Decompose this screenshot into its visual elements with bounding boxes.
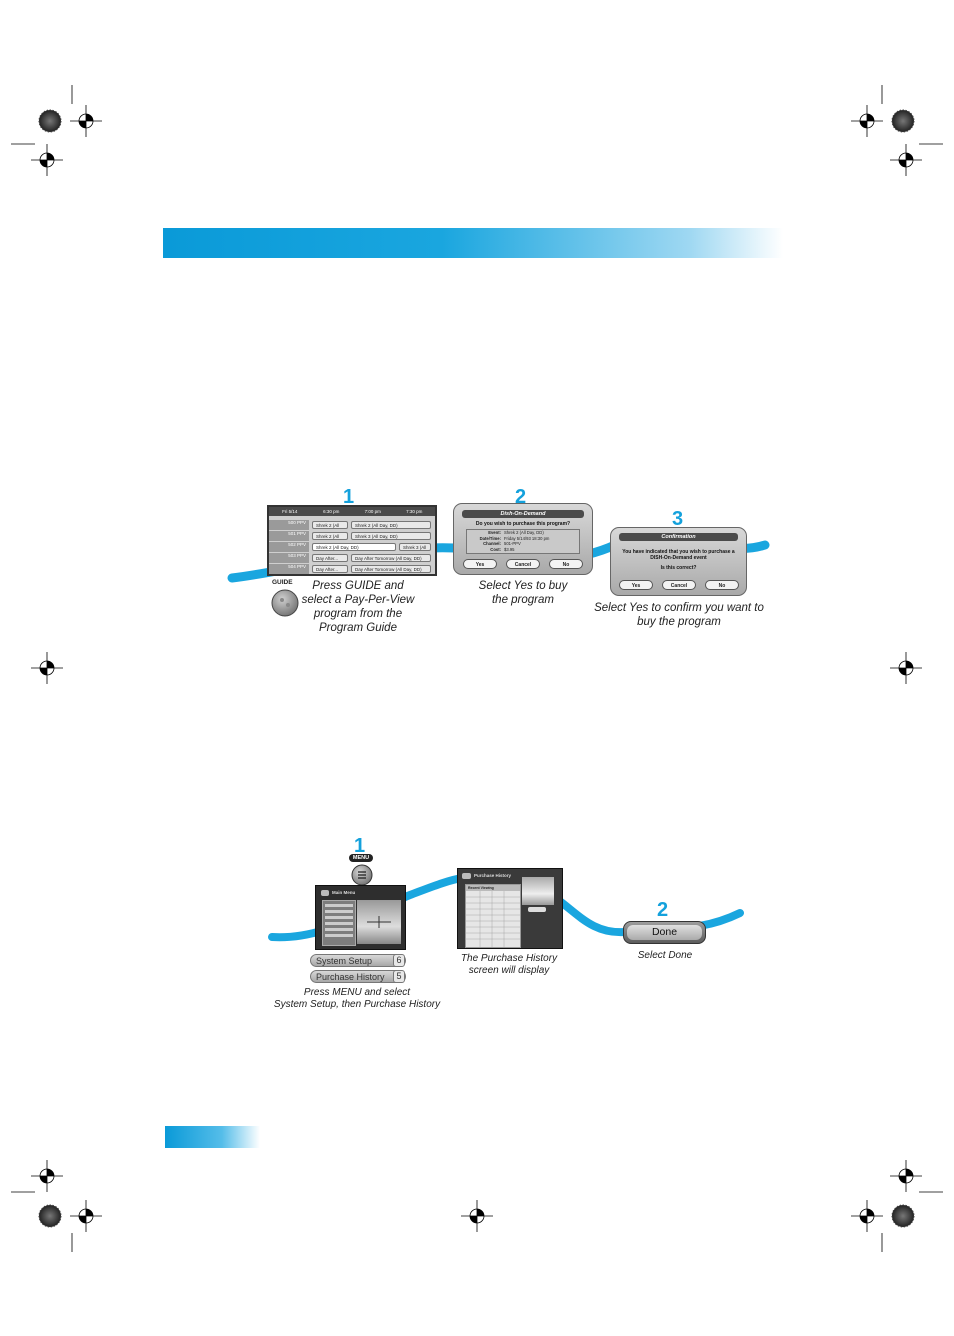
confirmation-dialog: Confirmation You have indicated that you…	[610, 527, 747, 596]
step-2-number: 2	[515, 486, 527, 508]
guide-row: 502 PPV Shrek 2 (All Day, DD) Shrek 3 (A…	[269, 541, 435, 552]
menu-item-label: System Setup	[316, 956, 373, 966]
program-guide-screen: Fri 5/14 6:30 pm 7:00 pm 7:30 pm 500 PPV…	[267, 505, 437, 576]
menu-item-purchase-history[interactable]: Purchase History 5	[310, 970, 406, 983]
guide-cell-selected[interactable]: Shrek 2 (All Day, DD)	[312, 542, 396, 551]
guide-cell[interactable]: Day After Tomorrow (All Day, DD)	[351, 553, 431, 562]
done-button[interactable]: Done	[623, 921, 706, 944]
info-key: Cost:	[490, 546, 501, 552]
cancel-button[interactable]: Cancel	[662, 580, 696, 590]
table-title: Recent Viewing	[466, 885, 520, 891]
guide-cell[interactable]: Shrek 3 (All Day, DD)	[351, 531, 431, 540]
menu-item-label: Purchase History	[316, 972, 385, 982]
info-value: $3.95	[504, 546, 515, 552]
menu-remote-button-icon[interactable]	[351, 864, 373, 886]
info-value: 501-PPV	[504, 541, 521, 546]
guide-cell[interactable]: Shrek 2 (All Day, DD)	[351, 520, 431, 529]
dish-on-demand-dialog: Dish-On-Demand Do you wish to purchase t…	[453, 503, 593, 575]
cancel-button[interactable]: Cancel	[506, 559, 540, 569]
dialog-message: You have indicated that you wish to purc…	[622, 549, 735, 561]
guide-channel: 500 PPV	[269, 519, 309, 530]
caption-line: System Setup, then Purchase History	[273, 999, 441, 1010]
section-header-band	[163, 228, 783, 258]
menu-list-panel	[322, 900, 356, 946]
yes-button[interactable]: Yes	[619, 580, 653, 590]
guide-row: 500 PPV Shrek 2 (All Shrek 2 (All Day, D…	[269, 519, 435, 530]
done-button-label: Done	[627, 925, 702, 940]
info-value: Friday 5/14/93 18:30 pm	[504, 535, 550, 541]
purchase-history-caption: The Purchase History screen will display	[460, 953, 558, 976]
step-1-number: 1	[343, 486, 355, 508]
guide-cell[interactable]: Day After...	[312, 564, 348, 573]
menu-item-system-setup[interactable]: System Setup 6	[310, 954, 406, 967]
step-2-caption: Select Yes to buy the program	[478, 580, 568, 606]
menu-item-number: 6	[393, 954, 405, 967]
purchase-screen-title: Purchase History	[474, 873, 512, 878]
guide-cell[interactable]: Day After Tomorrow (All Day, DD)	[351, 564, 431, 573]
step-1-caption: Press MENU and select System Setup, then…	[262, 987, 452, 1011]
dialog-question: Do you wish to purchase this program?	[475, 521, 571, 527]
info-value: Shrek 2 (All Day, DD)	[504, 530, 544, 535]
guide-channel: 501 PPV	[269, 530, 309, 541]
guide-channel: 504 PPV	[269, 563, 309, 574]
step-2-caption: Select Done	[637, 950, 693, 961]
dialog-question: Is this correct?	[660, 565, 697, 571]
purchase-history-table: Recent Viewing	[465, 884, 521, 948]
guide-cell[interactable]: Shrek 3 (All	[399, 542, 431, 551]
guide-cell[interactable]: Shrek 2 (All	[312, 520, 348, 529]
done-button-mini[interactable]	[528, 907, 546, 912]
yes-button[interactable]: Yes	[463, 559, 497, 569]
guide-button-label: GUIDE	[272, 579, 293, 586]
menu-button-label: MENU	[349, 854, 373, 862]
dish-logo-icon	[321, 890, 329, 896]
step-3-number: 3	[672, 508, 684, 530]
menu-item-number: 5	[393, 970, 405, 983]
step-1-caption: Press GUIDE and select a Pay-Per-View pr…	[301, 580, 415, 634]
guide-row: 501 PPV Shrek 2 (All Shrek 3 (All Day, D…	[269, 530, 435, 541]
table-grid	[466, 891, 520, 947]
guide-row: 504 PPV Day After... Day After Tomorrow …	[269, 563, 435, 574]
guide-channel: 502 PPV	[269, 541, 309, 552]
step-3-caption: Select Yes to confirm you want to buy th…	[594, 602, 764, 628]
menu-screen-title: Main Menu	[332, 890, 356, 895]
purchase-history-screen: Purchase History Recent Viewing	[457, 868, 563, 949]
guide-channel: 503 PPV	[269, 552, 309, 563]
dialog-title: Confirmation	[619, 533, 738, 541]
guide-cell[interactable]: Shrek 2 (All	[312, 531, 348, 540]
guide-time: 7:30 pm	[406, 509, 423, 514]
purchase-preview-video	[522, 877, 554, 905]
no-button[interactable]: No	[705, 580, 739, 590]
caption-line: Press MENU and select	[303, 987, 411, 998]
main-menu-screen: Main Menu	[315, 885, 406, 950]
menu-preview-video	[357, 900, 401, 944]
info-key: Event:	[488, 530, 501, 535]
dish-logo-icon	[462, 873, 471, 879]
no-button[interactable]: No	[549, 559, 583, 569]
footer-band	[165, 1126, 260, 1148]
dialog-event-info: Event:Shrek 2 (All Day, DD) Date/Time:Fr…	[466, 529, 580, 554]
step-1-number: 1	[354, 835, 366, 857]
guide-row: 503 PPV Day After... Day After Tomorrow …	[269, 552, 435, 563]
info-key: Channel:	[483, 541, 501, 546]
dialog-title: Dish-On-Demand	[462, 510, 584, 518]
guide-cell[interactable]: Day After...	[312, 553, 348, 562]
guide-time: 7:00 pm	[364, 509, 381, 514]
guide-date: Fri 5/14	[282, 509, 298, 514]
info-key: Date/Time:	[479, 535, 501, 541]
step-2-number: 2	[657, 899, 669, 921]
guide-remote-button-icon[interactable]	[270, 588, 300, 618]
guide-header: Fri 5/14 6:30 pm 7:00 pm 7:30 pm	[269, 507, 435, 516]
guide-time: 6:30 pm	[323, 509, 340, 514]
